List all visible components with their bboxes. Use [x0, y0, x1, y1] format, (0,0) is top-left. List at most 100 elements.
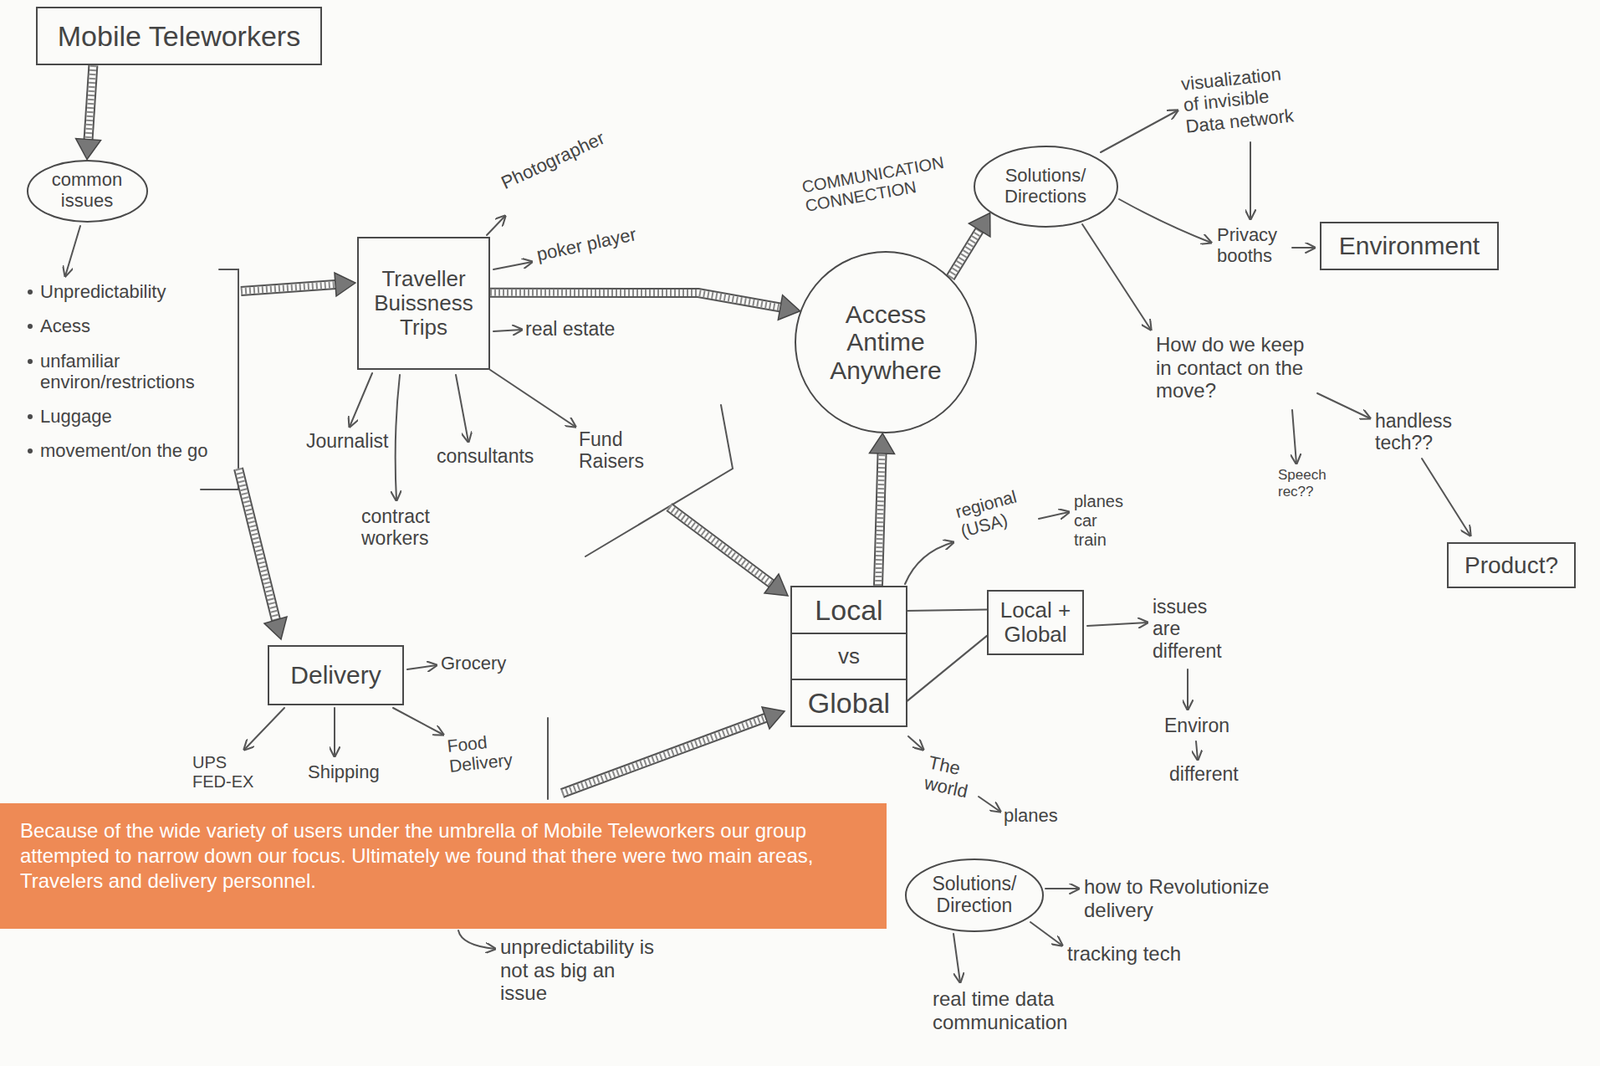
note-text: Food Delivery	[445, 728, 527, 777]
pencil-arrow	[490, 369, 576, 427]
note-text: visualization of invisible Data network	[1180, 61, 1304, 138]
hatched-shaft	[669, 506, 772, 584]
pencil-arrow	[244, 707, 285, 750]
pencil-arrow	[1038, 511, 1069, 519]
ellipse-line	[27, 160, 148, 222]
pencil-arrow	[455, 374, 469, 442]
hatched-arrow	[669, 506, 788, 596]
ellipse-text-block: Solutions/ Directions	[993, 165, 1099, 207]
connector-fill	[87, 65, 93, 142]
topic-box: Environment	[1319, 221, 1499, 271]
note-text: different	[1169, 762, 1239, 785]
note-text: Photographer	[497, 127, 609, 194]
pencil-arrow	[1421, 458, 1471, 536]
node-text: Product?	[1456, 552, 1566, 578]
bullet-dot	[27, 414, 33, 420]
connector-fill	[950, 228, 981, 278]
ellipse-line	[905, 858, 1043, 931]
note-text: unpredictability is not as big an issue	[500, 935, 660, 1005]
note-text: real time data communication	[932, 986, 1125, 1033]
compare-cell: Local	[792, 587, 906, 634]
caption-text: Because of the wide variety of users und…	[20, 817, 869, 894]
pencil-arrow	[1100, 110, 1178, 153]
note-text: COMMUNICATION CONNECTION	[800, 150, 964, 216]
connector-line	[905, 609, 987, 612]
bullet-dot	[27, 358, 33, 364]
bullet-dot	[27, 323, 33, 329]
note-text: Privacy booths	[1216, 224, 1301, 267]
connector-hatch	[878, 451, 883, 587]
connector	[905, 609, 987, 612]
note-text: Environ	[1164, 714, 1230, 737]
connector-hatch	[950, 228, 981, 278]
hatched-shaft	[562, 717, 766, 793]
bullet-list: UnpredictabilityAcess unfamiliar environ/…	[25, 281, 226, 476]
pencil-arrow	[1292, 246, 1315, 249]
pencil-arrow	[1317, 393, 1370, 419]
compare-cell: Global	[792, 678, 906, 726]
pencil-arrow	[978, 796, 1001, 812]
topic-ellipse: common issues	[25, 158, 149, 224]
topic-ellipse: Solutions/ Directions	[972, 144, 1120, 229]
hatched-shaft	[669, 506, 772, 584]
pencil-arrow	[1196, 741, 1198, 760]
pencil-arrow	[493, 329, 522, 332]
note-text: contract workers	[361, 505, 454, 550]
hatched-shaft	[238, 468, 277, 620]
pencil-arrow	[908, 736, 924, 750]
ellipse-text-block: Solutions/ Direction	[924, 873, 1025, 917]
connector-fill	[490, 292, 783, 308]
node-text: Local + Global	[996, 598, 1074, 647]
hatched-shaft	[562, 717, 766, 793]
bullet-item: Acess	[25, 315, 226, 337]
connector-head	[968, 213, 991, 237]
connector	[905, 635, 987, 702]
pencil-arrow	[493, 261, 532, 270]
node-text: Traveller Buissness Trips	[367, 266, 481, 340]
hatched-shaft	[562, 717, 766, 793]
hatched-shaft	[240, 284, 336, 292]
pencil-arrow	[1249, 142, 1252, 220]
pencil-arrow	[1082, 224, 1151, 330]
pencil-arrow	[333, 707, 336, 757]
bullet-item: unfamiliar environ/restrictions	[25, 350, 226, 394]
connector-outline	[490, 292, 783, 308]
connector-outline	[878, 451, 883, 587]
topic-box: Mobile Teleworkers	[35, 6, 323, 66]
topic-box: Product?	[1446, 541, 1576, 588]
note-text: issues are different	[1152, 595, 1238, 662]
node-text: Environment	[1329, 231, 1489, 261]
pencil-arrow	[1292, 409, 1297, 464]
caption-banner: Because of the wide variety of users und…	[0, 802, 887, 929]
note-text: planes	[1003, 804, 1059, 826]
note-text: UPS FED-EX	[192, 752, 260, 792]
note-text: handless tech??	[1375, 409, 1468, 455]
pencil-arrow	[349, 373, 373, 427]
note-text: consultants	[436, 444, 534, 467]
pencil-arrow	[953, 933, 961, 982]
pencil-arrow	[395, 374, 400, 501]
issue-item: Unpredictability	[40, 281, 166, 302]
hatched-shaft	[238, 468, 277, 620]
node-text: Solutions/ Directions	[993, 165, 1099, 207]
connector-hatch	[490, 292, 783, 308]
note-text: Journalist	[306, 429, 389, 452]
node-text: Local	[814, 593, 883, 626]
issue-item: Luggage	[40, 405, 113, 427]
bullet-item: Luggage	[25, 405, 226, 427]
connector-outline	[950, 228, 981, 278]
node-text: vs	[792, 633, 906, 679]
connector-fill	[878, 451, 883, 587]
connector-line	[905, 635, 987, 702]
note-text: how to Revolutionize delivery	[1083, 874, 1310, 921]
note-text: regional (USA)	[953, 481, 1041, 542]
node-text: Delivery	[279, 660, 393, 690]
connector-head	[777, 295, 800, 321]
hatched-shaft	[669, 506, 772, 584]
ellipse-line	[795, 251, 977, 433]
note-text: The world	[922, 751, 989, 806]
topic-circle: Access Antime Anywhere	[793, 250, 978, 435]
bullet-item: movement/on the go	[25, 439, 226, 461]
